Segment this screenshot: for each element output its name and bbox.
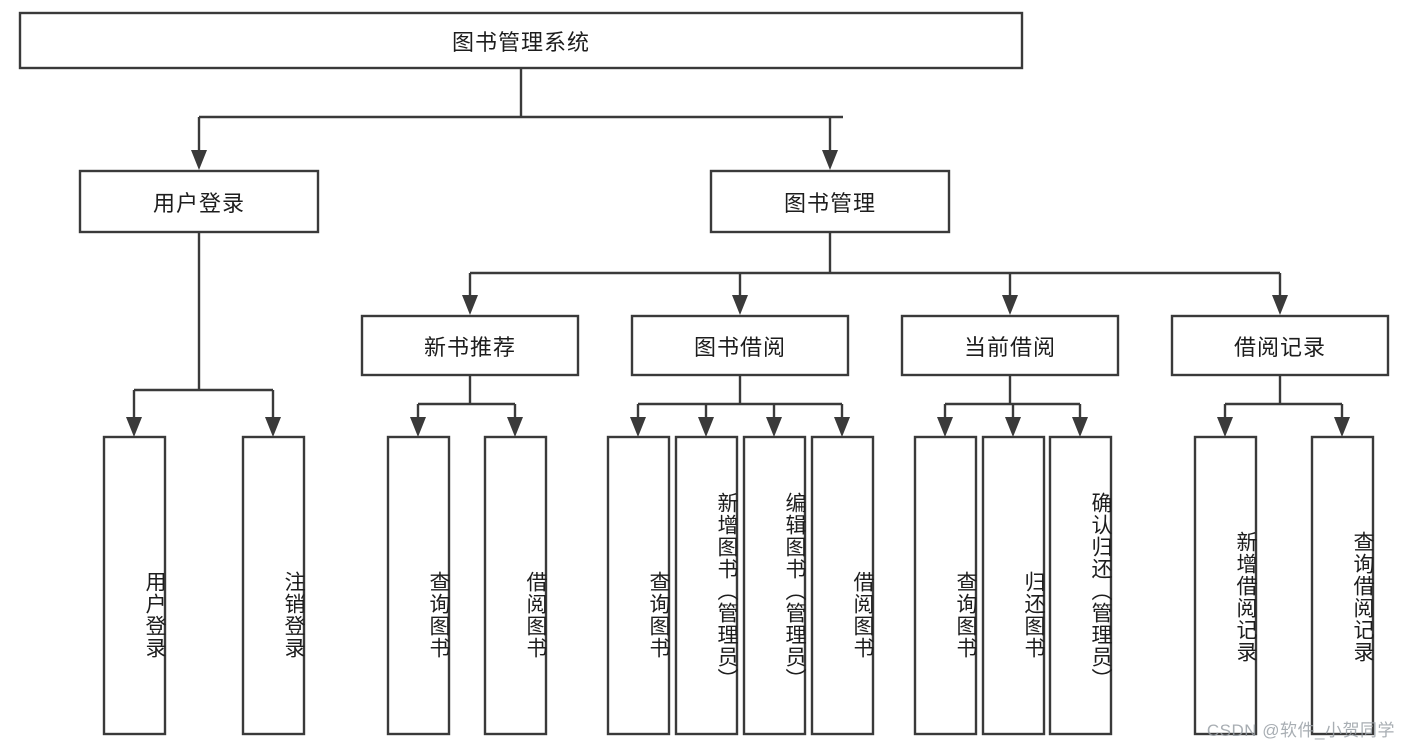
arrow-current-borrow-l1 bbox=[937, 417, 953, 437]
csdn-watermark: CSDN @软件_小贺同学 bbox=[1206, 721, 1395, 740]
leaf-box-borrow-record-1[interactable] bbox=[1193, 435, 1258, 736]
leaf-box-borrow-record-2[interactable] bbox=[1310, 435, 1375, 736]
leaf-box-new-book-2[interactable] bbox=[483, 435, 548, 736]
arrow-to-new-book bbox=[462, 295, 478, 315]
arrow-to-current-borrow bbox=[1002, 295, 1018, 315]
leaf-box-book-borrow-2[interactable] bbox=[674, 435, 739, 736]
arrow-borrow-record-l2 bbox=[1334, 417, 1350, 437]
arrow-user-login-leaf2 bbox=[265, 417, 281, 437]
node-current-borrow-box[interactable] bbox=[900, 314, 1120, 377]
arrow-to-borrow-record bbox=[1272, 295, 1288, 315]
arrow-current-borrow-l3 bbox=[1072, 417, 1088, 437]
leaf-box-book-borrow-1[interactable] bbox=[606, 435, 671, 736]
arrow-new-book-l2 bbox=[507, 417, 523, 437]
leaf-box-current-borrow-3[interactable] bbox=[1048, 435, 1113, 736]
node-book-borrow-box[interactable] bbox=[630, 314, 850, 377]
arrow-to-user-login bbox=[191, 150, 207, 170]
arrow-borrow-record-l1 bbox=[1217, 417, 1233, 437]
arrow-current-borrow-l2 bbox=[1005, 417, 1021, 437]
node-new-book-box[interactable] bbox=[360, 314, 580, 377]
arrow-book-borrow-l3 bbox=[766, 417, 782, 437]
leaf-box-book-borrow-4[interactable] bbox=[810, 435, 875, 736]
leaf-box-book-borrow-3[interactable] bbox=[742, 435, 807, 736]
arrow-book-borrow-l1 bbox=[630, 417, 646, 437]
arrow-new-book-l1 bbox=[410, 417, 426, 437]
leaf-box-user-login-1[interactable] bbox=[102, 435, 167, 736]
arrow-to-book-mgmt bbox=[822, 150, 838, 170]
leaf-box-new-book-1[interactable] bbox=[386, 435, 451, 736]
leaf-box-user-login-2[interactable] bbox=[241, 435, 306, 736]
leaf-box-current-borrow-2[interactable] bbox=[981, 435, 1046, 736]
node-user-login-box[interactable] bbox=[78, 169, 320, 234]
node-root-box[interactable] bbox=[18, 11, 1024, 70]
node-book-mgmt-box[interactable] bbox=[709, 169, 951, 234]
arrow-to-book-borrow bbox=[732, 295, 748, 315]
arrow-user-login-leaf1 bbox=[126, 417, 142, 437]
arrow-book-borrow-l4 bbox=[834, 417, 850, 437]
arrow-book-borrow-l2 bbox=[698, 417, 714, 437]
leaf-box-current-borrow-1[interactable] bbox=[913, 435, 978, 736]
node-borrow-record-box[interactable] bbox=[1170, 314, 1390, 377]
